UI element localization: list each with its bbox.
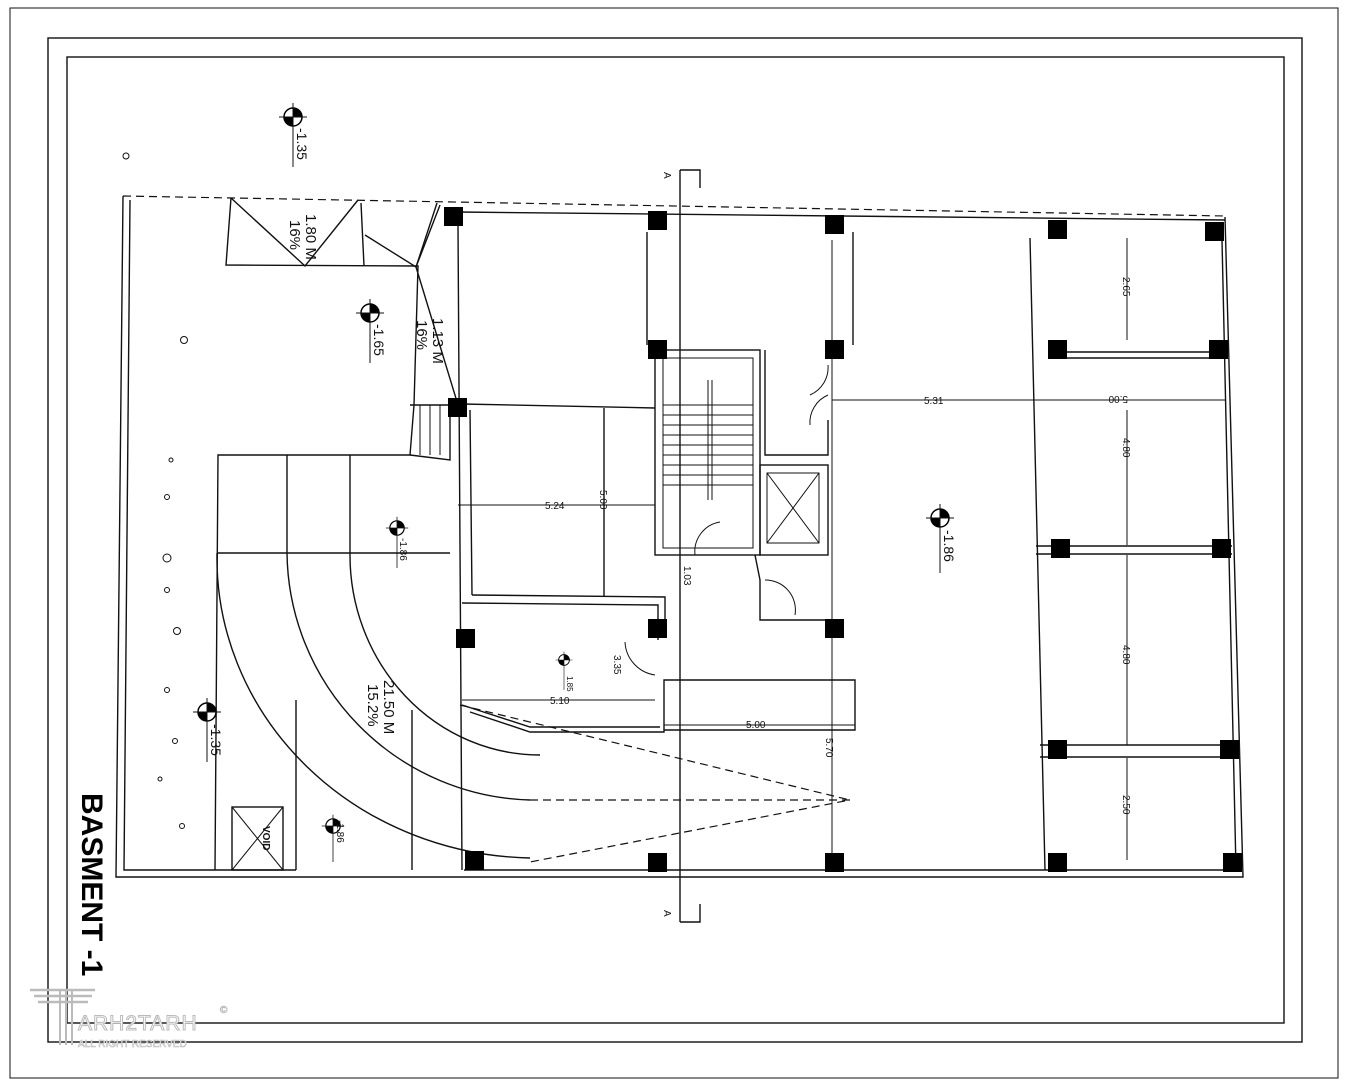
section-line-a: A A xyxy=(661,169,701,923)
elevation-label: -1.35 xyxy=(294,128,310,160)
elevation-marker xyxy=(193,698,221,762)
watermark-subtitle: ALL RIGHT RESERVED xyxy=(78,1039,187,1050)
elevation-label: -1.86 xyxy=(334,820,345,843)
dimension-label: 5.24 xyxy=(545,501,565,512)
ramp-length: 21.50 M xyxy=(380,680,397,734)
dimension-label: 4.80 xyxy=(1120,438,1131,458)
dimension-label: 3.35 xyxy=(611,655,622,675)
elevation-marker xyxy=(356,299,384,363)
ramp-length: 1.80 M xyxy=(302,214,319,260)
dimension-label: 5.00 xyxy=(1108,393,1128,404)
elevation-label: -1.35 xyxy=(208,724,224,756)
sheet-border xyxy=(9,7,1339,1079)
elevation-marker xyxy=(321,814,345,863)
elevation-label: -1.65 xyxy=(371,324,387,356)
inner-frame xyxy=(66,56,1285,1024)
dimension-label: 5.00 xyxy=(746,720,766,731)
dimension-label: 5.10 xyxy=(550,696,570,707)
elevation-markers: -1.35 -1.65 -1.86 -1.86 -1.35 1.85 -1.86 xyxy=(193,103,957,863)
elevation-marker xyxy=(926,504,954,573)
dimension-label: 5.00 xyxy=(597,490,608,510)
dimension-labels: 2.65 5.31 5.00 4.80 4.80 2.50 5.24 5.00 … xyxy=(545,277,1131,815)
elevation-marker xyxy=(555,651,573,691)
watermark-brand: ARH2TARH xyxy=(78,1012,198,1035)
ramp-length: 1.13 M xyxy=(429,318,446,364)
dimension-label: 5.70 xyxy=(823,738,834,758)
dimension-label: 5.31 xyxy=(924,396,944,407)
elevation-marker xyxy=(279,103,307,167)
dimension-label: 1.03 xyxy=(681,566,692,586)
ramp-slope: 16% xyxy=(413,320,430,350)
structural-columns xyxy=(444,207,1242,872)
void-label: VOID xyxy=(260,826,271,850)
ramp-slope: 15.2% xyxy=(364,684,381,727)
watermark-logo: ARH2TARH ALL RIGHT RESERVED © xyxy=(30,988,228,1050)
elevation-label: -1.86 xyxy=(941,530,957,562)
dimension-label: 4.80 xyxy=(1120,645,1131,665)
central-rooms xyxy=(457,211,1226,871)
elevation-marker xyxy=(385,516,409,569)
void-box xyxy=(231,806,284,871)
elevation-label: -1.86 xyxy=(397,538,408,561)
outer-frame xyxy=(47,37,1303,1043)
section-marker-bottom: A xyxy=(661,910,672,917)
watermark-copyright: © xyxy=(220,1005,228,1016)
ramp-slope: 16% xyxy=(286,220,303,250)
section-marker-top: A xyxy=(661,172,672,179)
drawing-title: BASMENT -1 xyxy=(75,793,108,976)
ramp-area xyxy=(122,152,851,871)
elevation-label: 1.85 xyxy=(565,676,574,692)
dimension-label: 2.65 xyxy=(1120,277,1131,297)
right-bays xyxy=(458,237,1238,871)
dimension-label: 2.50 xyxy=(1120,795,1131,815)
